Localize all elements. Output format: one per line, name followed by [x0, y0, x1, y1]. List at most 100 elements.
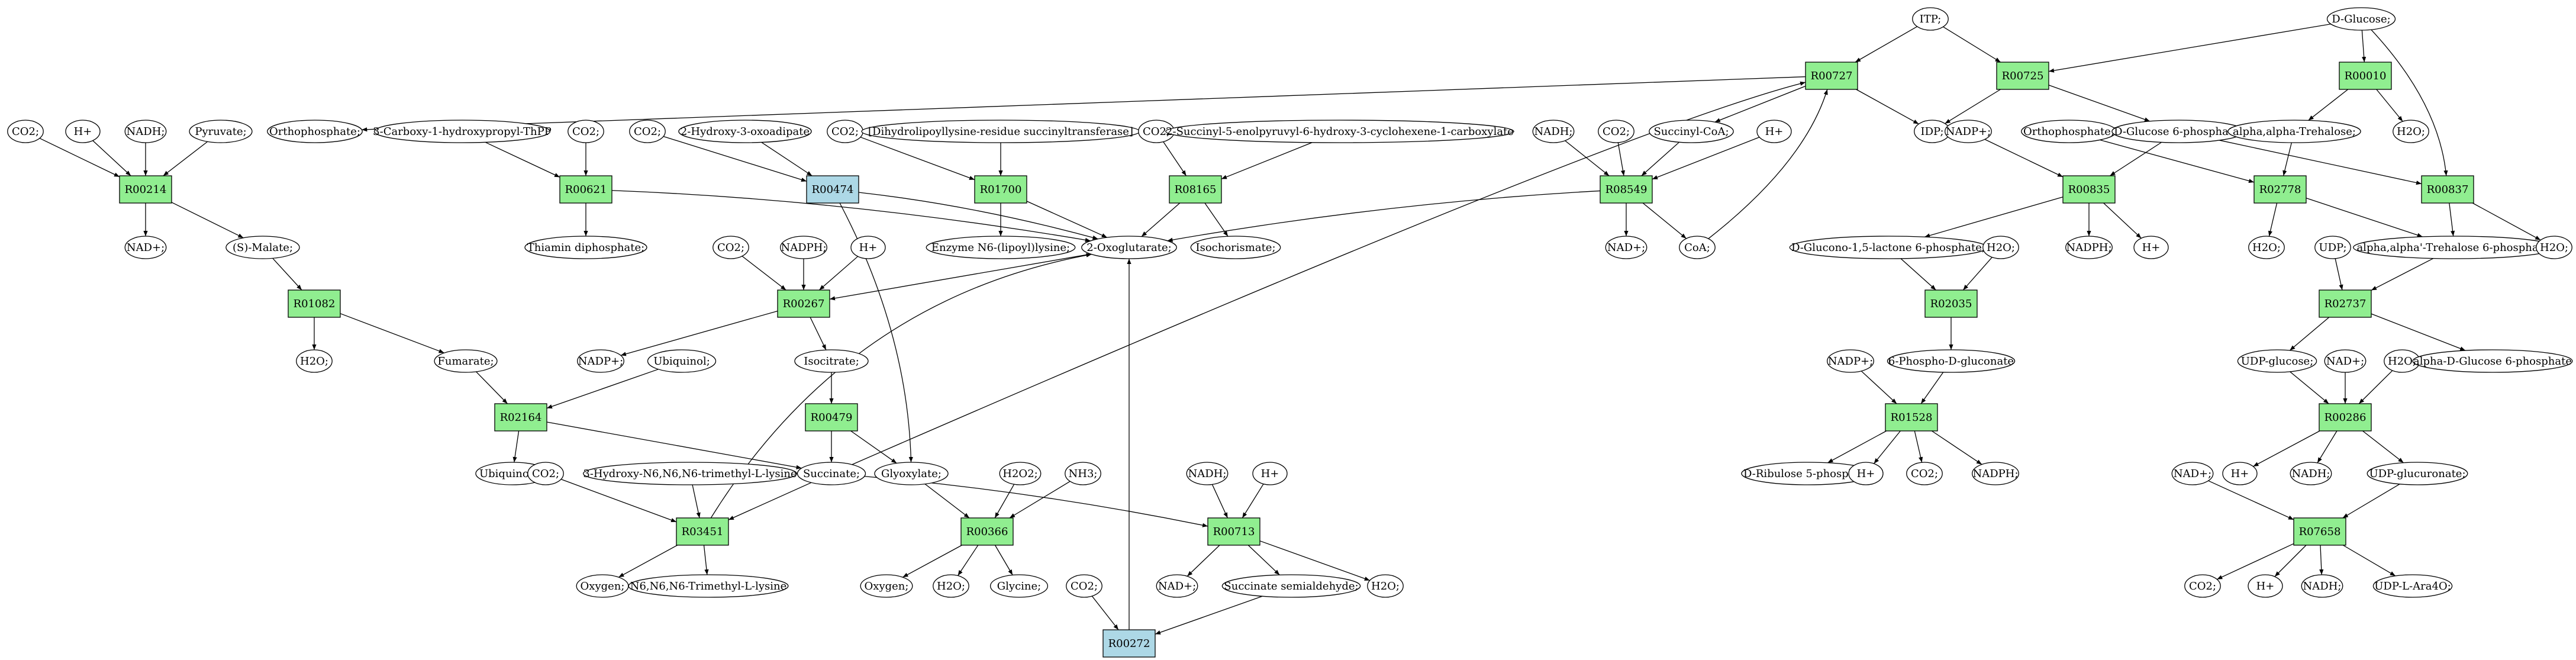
compound-label: Thiamin diphosphate; — [527, 242, 645, 254]
reaction-box — [1924, 289, 1978, 318]
compound-ellipse — [2372, 574, 2453, 598]
edge-arrow — [1242, 484, 1264, 519]
compound-ellipse — [2393, 120, 2429, 143]
compound-node: H2O; — [2384, 349, 2420, 373]
reaction-node: R00010 — [2339, 62, 2392, 90]
compound-label: UDP; — [2319, 242, 2346, 254]
edge-arrow — [1874, 430, 1901, 464]
compound-label: CO2; — [717, 242, 744, 254]
compound-label: D-Glucose 6-phosphate; — [2114, 125, 2243, 138]
compound-node: (S)-Malate; — [225, 236, 300, 259]
compound-node: NAD+; — [1605, 236, 1648, 259]
compound-ellipse — [1156, 574, 1198, 598]
compound-label: Succinate semialdehyde; — [1224, 580, 1358, 593]
compound-ellipse — [1165, 120, 1514, 143]
compound-label: 3-Carboxy-1-hydroxypropyl-ThPP — [373, 125, 552, 138]
compound-node: NAD+; — [2171, 462, 2214, 485]
compound-node: H2O; — [2393, 120, 2429, 143]
compound-node: NADP+; — [1945, 120, 1992, 143]
compound-ellipse — [850, 236, 886, 259]
reaction-node: R01082 — [288, 289, 341, 318]
compound-node: 2-Oxoglutarate; — [1081, 236, 1177, 259]
compound-node: NADH; — [2290, 462, 2332, 485]
compound-ellipse — [1081, 236, 1177, 259]
compound-label: Enzyme N6-(lipoyl)lysine; — [931, 242, 1070, 254]
reaction-box — [806, 175, 859, 204]
edge-arrow — [611, 190, 1091, 242]
compound-node: NAD+; — [2324, 349, 2367, 373]
edge-arrow — [994, 545, 1013, 575]
edge-arrow — [2290, 371, 2329, 404]
compound-ellipse — [2222, 462, 2258, 485]
edge-arrow — [852, 81, 1806, 465]
compound-node: alpha,alpha'-Trehalose 6-phosphate; — [2353, 236, 2556, 259]
compound-label: H2O; — [937, 580, 965, 593]
compound-label: H+ — [1857, 468, 1875, 480]
compound-ellipse — [2326, 7, 2396, 31]
edges-layer — [39, 23, 2541, 635]
reaction-label: R00725 — [2002, 70, 2044, 82]
edge-arrow — [2110, 141, 2162, 176]
edge-arrow — [728, 482, 812, 520]
edge-arrow — [2048, 85, 2151, 122]
compound-ellipse — [1605, 236, 1648, 259]
compound-node: H2O; — [296, 349, 333, 373]
compound-label: NADP+; — [1828, 355, 1873, 368]
compound-node: Glycine; — [989, 574, 1049, 598]
compound-ellipse — [628, 574, 789, 598]
compound-label: CO2; — [12, 125, 39, 138]
reaction-box — [1207, 517, 1260, 546]
edge-arrow — [39, 137, 120, 178]
compound-node: H+ — [1252, 462, 1288, 485]
compound-ellipse — [267, 120, 363, 143]
compound-node: UDP-glucuronate; — [2367, 462, 2468, 485]
compound-node: CO2; — [527, 462, 564, 485]
edge-arrow — [560, 479, 677, 523]
edge-arrow — [1204, 202, 1229, 237]
compound-label: Succinyl-CoA; — [1653, 125, 1729, 138]
compound-ellipse — [1848, 462, 1884, 485]
compound-ellipse — [577, 349, 624, 373]
edge-arrow — [1924, 197, 2064, 238]
reaction-label: R00479 — [811, 411, 853, 424]
compound-ellipse — [2290, 462, 2332, 485]
compound-node: D-Glucose; — [2326, 7, 2396, 31]
compound-ellipse — [1827, 349, 1874, 373]
compound-ellipse — [524, 236, 647, 259]
reaction-node: R02778 — [2253, 175, 2307, 204]
edge-arrow — [1932, 430, 1982, 465]
reaction-label: R02737 — [2324, 298, 2367, 310]
compound-ellipse — [1066, 574, 1102, 598]
reaction-box — [119, 175, 172, 204]
compound-label: H+ — [2231, 468, 2249, 480]
reaction-node: R00727 — [1805, 62, 1858, 90]
reaction-label: R00286 — [2324, 411, 2367, 424]
reaction-label: R01082 — [294, 298, 336, 310]
compound-label: IDP; — [1920, 125, 1943, 138]
compound-label: CO2; — [532, 468, 559, 480]
reaction-box — [559, 175, 612, 204]
compound-node: H2O; — [2248, 236, 2285, 259]
compound-node: UDP-glucose; — [2237, 349, 2317, 373]
edge-arrow — [2358, 370, 2393, 404]
edge-arrow — [2219, 140, 2422, 185]
edge-arrow — [902, 545, 962, 578]
compound-ellipse — [2314, 236, 2351, 259]
edge-arrow — [1259, 540, 1370, 581]
edge-arrow — [1962, 257, 1993, 291]
compound-ellipse — [999, 462, 1042, 485]
compound-node: NH3; — [1065, 462, 1101, 485]
compound-ellipse — [373, 120, 551, 143]
compound-label: NAD+; — [1607, 242, 1645, 254]
compound-label: CO2; — [572, 125, 599, 138]
compound-ellipse — [65, 120, 101, 143]
compound-node: Succinate semialdehyde; — [1221, 574, 1361, 598]
compound-node: NAD+; — [124, 236, 167, 259]
compound-label: (S)-Malate; — [233, 242, 293, 254]
compound-label: H2O2; — [1002, 468, 1037, 480]
reaction-label: R02035 — [1930, 298, 1972, 310]
edge-arrow — [1945, 89, 2001, 124]
edge-arrow — [829, 253, 1091, 301]
compound-label: H+ — [74, 125, 92, 138]
compound-label: H2O; — [2397, 125, 2425, 138]
